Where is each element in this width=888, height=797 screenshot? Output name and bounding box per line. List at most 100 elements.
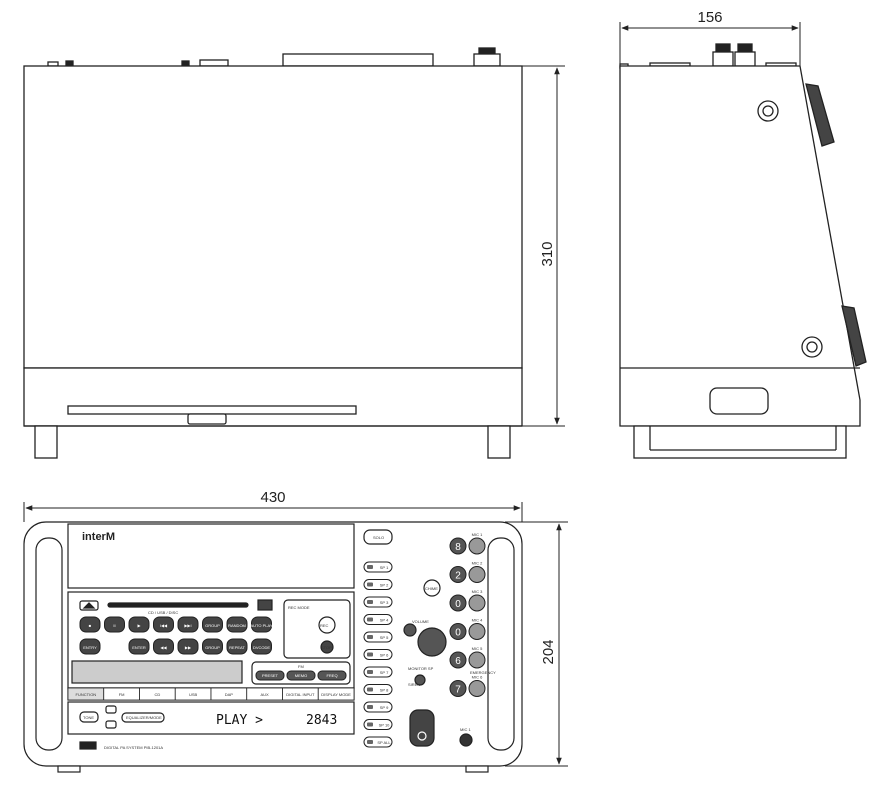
mic-label: MIC 3 xyxy=(472,589,483,594)
fm-button-label: PRESET xyxy=(262,673,279,678)
monitor-label: MONITOR SP xyxy=(408,666,434,671)
speaker-zone-label: SP 3 xyxy=(380,600,389,605)
fm-button-label: MEMO xyxy=(295,673,307,678)
rec-label: REC xyxy=(320,623,329,628)
speaker-zone-led xyxy=(367,617,373,622)
mic-button[interactable] xyxy=(468,651,486,669)
speaker-zone-led xyxy=(367,582,373,587)
lcd-number: 2843 xyxy=(306,713,337,728)
transport-button-label: ▶▶ xyxy=(185,645,192,650)
speaker-zone-label: SP 7 xyxy=(380,670,389,675)
cd-slot-label: CD / USB / DISC xyxy=(148,610,178,615)
speaker-zone-label: SP 6 xyxy=(380,653,389,658)
speaker-zone-label: SP 4 xyxy=(380,618,389,623)
dimension-204: 204 xyxy=(540,639,557,664)
speaker-zone-button[interactable] xyxy=(363,579,393,590)
digit-button[interactable] xyxy=(449,537,467,555)
digit-button[interactable] xyxy=(449,623,467,640)
fm-button[interactable] xyxy=(286,670,316,681)
brand-logo-text: interM xyxy=(82,531,115,543)
speaker-zone-led xyxy=(367,635,373,639)
front-view xyxy=(23,521,523,773)
speaker-zone-button[interactable] xyxy=(363,561,393,573)
transport-button[interactable] xyxy=(128,638,150,655)
digit-label: 2 xyxy=(455,571,461,582)
speaker-zone-label: SP 1 xyxy=(380,565,389,570)
mic-button[interactable] xyxy=(468,594,486,612)
speaker-zone-led xyxy=(367,652,373,657)
mic-button[interactable] xyxy=(468,623,486,640)
transport-button[interactable] xyxy=(251,638,272,655)
function-tab-label: DAP xyxy=(225,692,234,697)
chime-label: CHIME xyxy=(425,586,438,591)
speaker-zone-button[interactable] xyxy=(363,649,393,660)
transport-button[interactable] xyxy=(79,638,101,655)
fm-button[interactable] xyxy=(255,670,285,681)
transport-button[interactable] xyxy=(104,616,125,633)
mic-label: MIC 5 xyxy=(472,646,483,651)
mic-label: MIC 4 xyxy=(472,618,483,623)
speaker-zone-label: SP 10 xyxy=(379,723,391,728)
transport-button[interactable] xyxy=(177,638,199,655)
function-tab-label: DISPLAY MODE xyxy=(321,692,351,697)
solo-label: SOLO xyxy=(373,535,384,540)
digit-label: 0 xyxy=(455,599,461,610)
function-tab-label: DIGITAL INPUT xyxy=(286,692,315,697)
top-view xyxy=(23,47,523,459)
speaker-zone-button[interactable] xyxy=(363,719,393,730)
function-tab[interactable] xyxy=(317,687,355,701)
speaker-zone-button[interactable] xyxy=(363,631,393,643)
transport-button-label: GROUP xyxy=(205,645,220,650)
speaker-zone-button[interactable] xyxy=(363,701,393,713)
height-dimension-front xyxy=(505,521,568,767)
transport-button[interactable] xyxy=(226,638,248,655)
fm-button[interactable] xyxy=(317,670,347,681)
transport-button-label: REPEAT xyxy=(229,645,245,650)
width-dimension-front xyxy=(23,502,523,522)
dimension-430: 430 xyxy=(260,489,285,506)
speaker-zone-button[interactable] xyxy=(363,596,393,608)
mic-button[interactable] xyxy=(468,537,486,555)
speaker-zone-led xyxy=(367,705,373,709)
mic-button[interactable] xyxy=(468,680,486,697)
transport-button[interactable] xyxy=(202,638,223,655)
transport-button-label: AUTO PLAY xyxy=(250,623,272,628)
transport-button[interactable] xyxy=(226,616,248,633)
speaker-zone-label: SP 8 xyxy=(380,688,389,693)
transport-button[interactable] xyxy=(153,638,174,655)
depth-dimension-side xyxy=(619,22,801,66)
digit-button[interactable] xyxy=(449,594,467,612)
speaker-zone-button[interactable] xyxy=(363,736,393,748)
fm-title: FM xyxy=(298,664,304,669)
volume-label: VOLUME xyxy=(412,619,429,624)
speaker-zone-button[interactable] xyxy=(363,684,393,695)
transport-button[interactable] xyxy=(153,616,174,633)
mic-label: MIC 1 xyxy=(472,532,483,537)
digit-button[interactable] xyxy=(449,680,467,697)
speaker-zone-led xyxy=(367,740,373,744)
transport-button[interactable] xyxy=(128,616,150,633)
speaker-zone-label: SP 9 xyxy=(380,705,389,710)
transport-button[interactable] xyxy=(202,616,223,633)
speaker-zone-label: SP 2 xyxy=(380,583,389,588)
transport-button[interactable] xyxy=(79,616,101,633)
function-tab-label: USB xyxy=(189,692,198,697)
mic-button[interactable] xyxy=(468,566,486,583)
side-view xyxy=(619,43,867,459)
digit-label: 0 xyxy=(455,628,461,639)
digit-button[interactable] xyxy=(449,566,467,583)
transport-button[interactable] xyxy=(251,616,272,633)
equalizer-label: EQUALIZER/MODE xyxy=(126,715,162,720)
speaker-zone-button[interactable] xyxy=(363,614,393,625)
digit-label: 6 xyxy=(455,656,461,667)
digit-button[interactable] xyxy=(449,651,467,669)
speaker-zone-button[interactable] xyxy=(363,666,393,678)
mic-label: MIC 6 xyxy=(472,675,483,680)
rec-mode-label: REC MODE xyxy=(288,605,310,610)
speaker-zone-label: SP 5 xyxy=(380,635,389,640)
transport-button[interactable] xyxy=(177,616,199,633)
speaker-zone-buttons: SP 1 SP 2 SP 3 SP 4 SP 5 SP 6 SP 7 SP 8 SP 9 SP 1… xyxy=(363,561,393,748)
